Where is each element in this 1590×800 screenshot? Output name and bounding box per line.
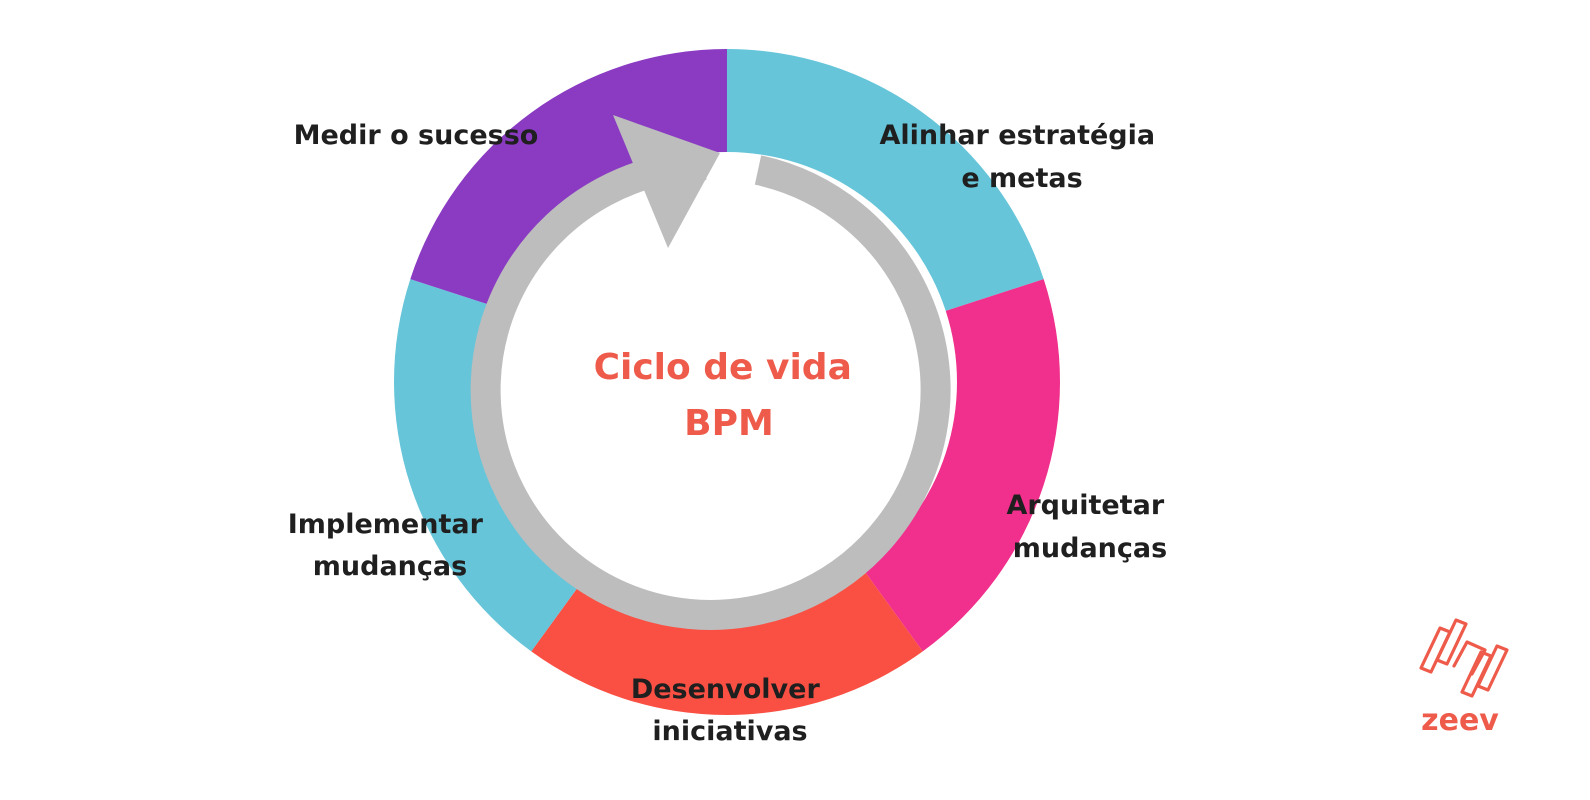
segment-architect-changes	[862, 279, 1060, 652]
segment-measure-success	[410, 49, 727, 311]
cycle-arrow	[470, 115, 951, 630]
segment-align-strategy	[727, 49, 1044, 311]
zeev-logo-icon	[1419, 618, 1509, 698]
segment-label-implement-changes: Implementar mudanças	[288, 509, 493, 582]
segment-label-architect-changes: Arquitetar mudanças	[1006, 490, 1173, 564]
cycle-arrow-arc	[470, 150, 951, 630]
segment-label-measure-success: Medir o sucesso	[294, 120, 539, 151]
zeev-logo: zeev	[1419, 618, 1509, 738]
center-title: Ciclo de vida BPM	[594, 347, 865, 444]
segment-label-align-strategy: Alinhar estratégia e metas	[879, 120, 1164, 194]
segment-label-develop-initiatives: Desenvolver iniciativas	[631, 674, 829, 747]
zeev-logo-wordmark: zeev	[1421, 703, 1499, 738]
cycle-arrow-head	[613, 115, 720, 248]
segment-labels: Alinhar estratégia e metas Arquitetar mu…	[288, 120, 1173, 747]
